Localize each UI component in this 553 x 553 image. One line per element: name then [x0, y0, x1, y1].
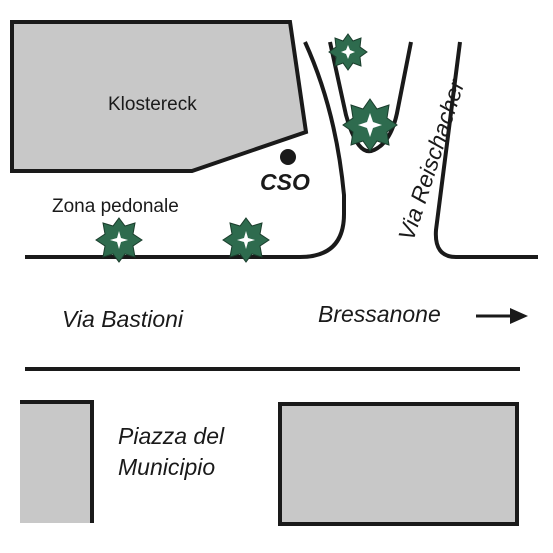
tree-icon [342, 98, 398, 152]
label-municipio: Municipio [118, 454, 215, 480]
building-piazza-west [20, 402, 92, 523]
street-edge-east [433, 41, 538, 259]
label-via-bastioni: Via Bastioni [62, 306, 184, 332]
label-cso: CSO [260, 169, 310, 195]
building-piazza-west-outline [20, 400, 94, 523]
label-zona-pedonale: Zona pedonale [52, 196, 179, 217]
tree-icon [95, 217, 143, 263]
street-edge-north [25, 41, 346, 259]
building-piazza-east [278, 402, 519, 526]
label-bressanone: Bressanone [318, 301, 441, 327]
building-klostereck [10, 20, 309, 173]
label-piazza-del: Piazza del [118, 423, 225, 449]
tree-icon [222, 217, 270, 263]
label-klostereck: Klostereck [108, 94, 197, 115]
location-dot-icon [280, 149, 296, 165]
arrow-right-icon [476, 308, 528, 324]
tree-icon [328, 33, 368, 71]
label-via-reischacher: Via Reischacher [393, 75, 470, 243]
